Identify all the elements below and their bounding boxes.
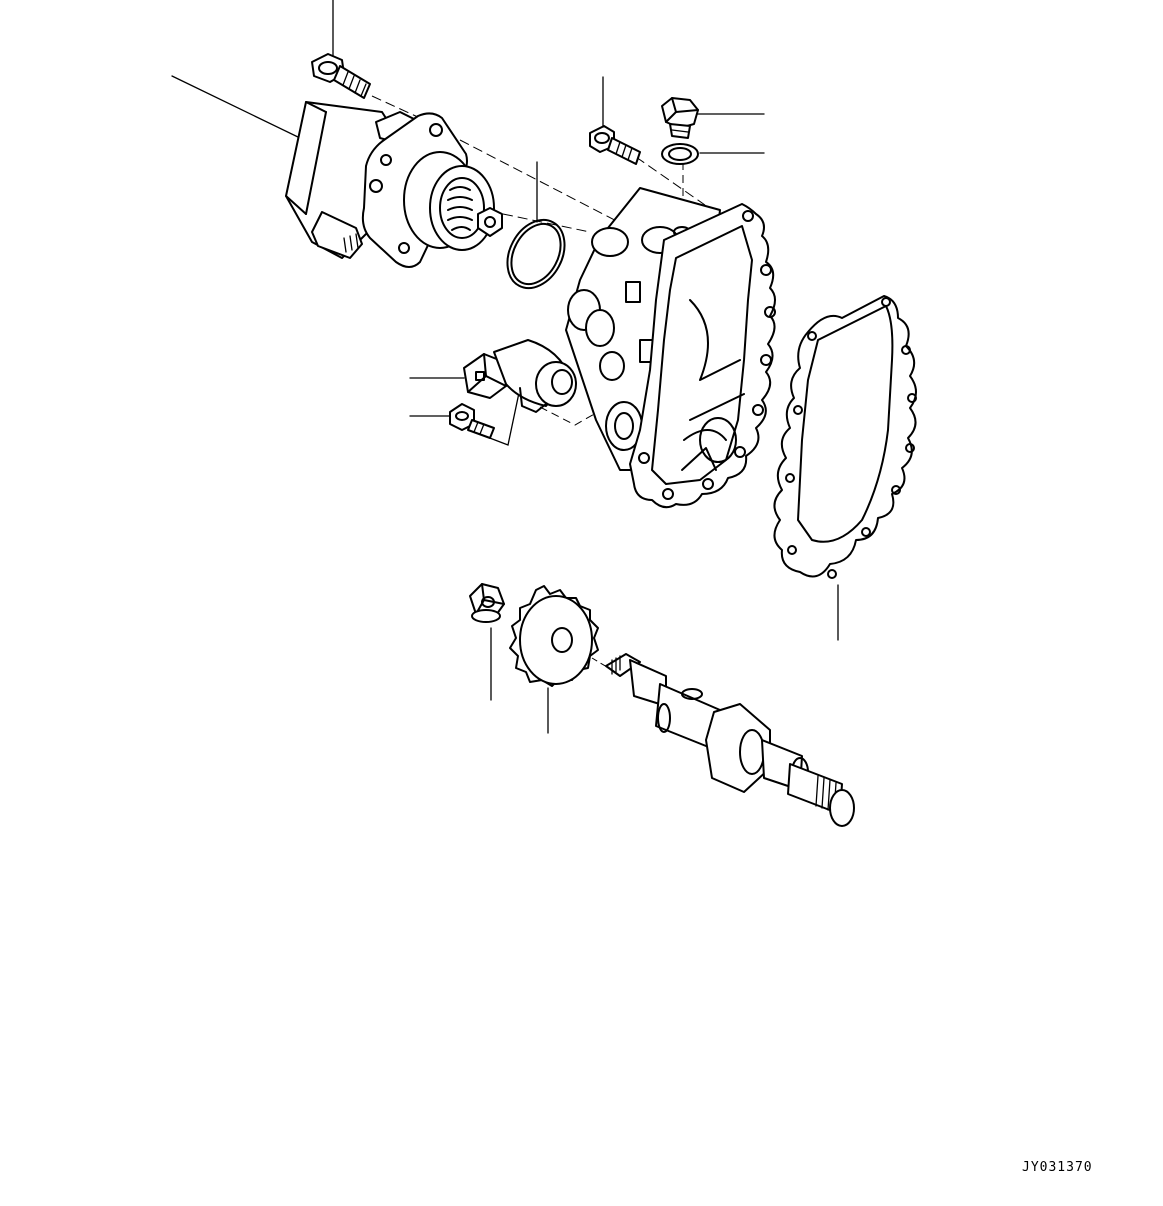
flange-bolt-housing xyxy=(589,125,641,165)
gasket xyxy=(773,295,917,579)
speed-sensor xyxy=(463,339,577,413)
leader-lines xyxy=(171,0,839,734)
actuator-assembly xyxy=(285,101,503,268)
sensor-bolt xyxy=(449,403,495,439)
leader-actuator xyxy=(171,75,301,139)
transmission-housing xyxy=(565,187,776,509)
output-shaft xyxy=(605,653,855,827)
o-ring xyxy=(506,218,566,290)
flange-nut xyxy=(469,583,505,623)
drawing-id: JY031370 xyxy=(1022,1160,1093,1175)
drain-plug xyxy=(661,97,699,139)
drive-gear xyxy=(509,585,599,687)
flange-bolt-top xyxy=(311,53,371,99)
seal-washer xyxy=(661,143,699,165)
